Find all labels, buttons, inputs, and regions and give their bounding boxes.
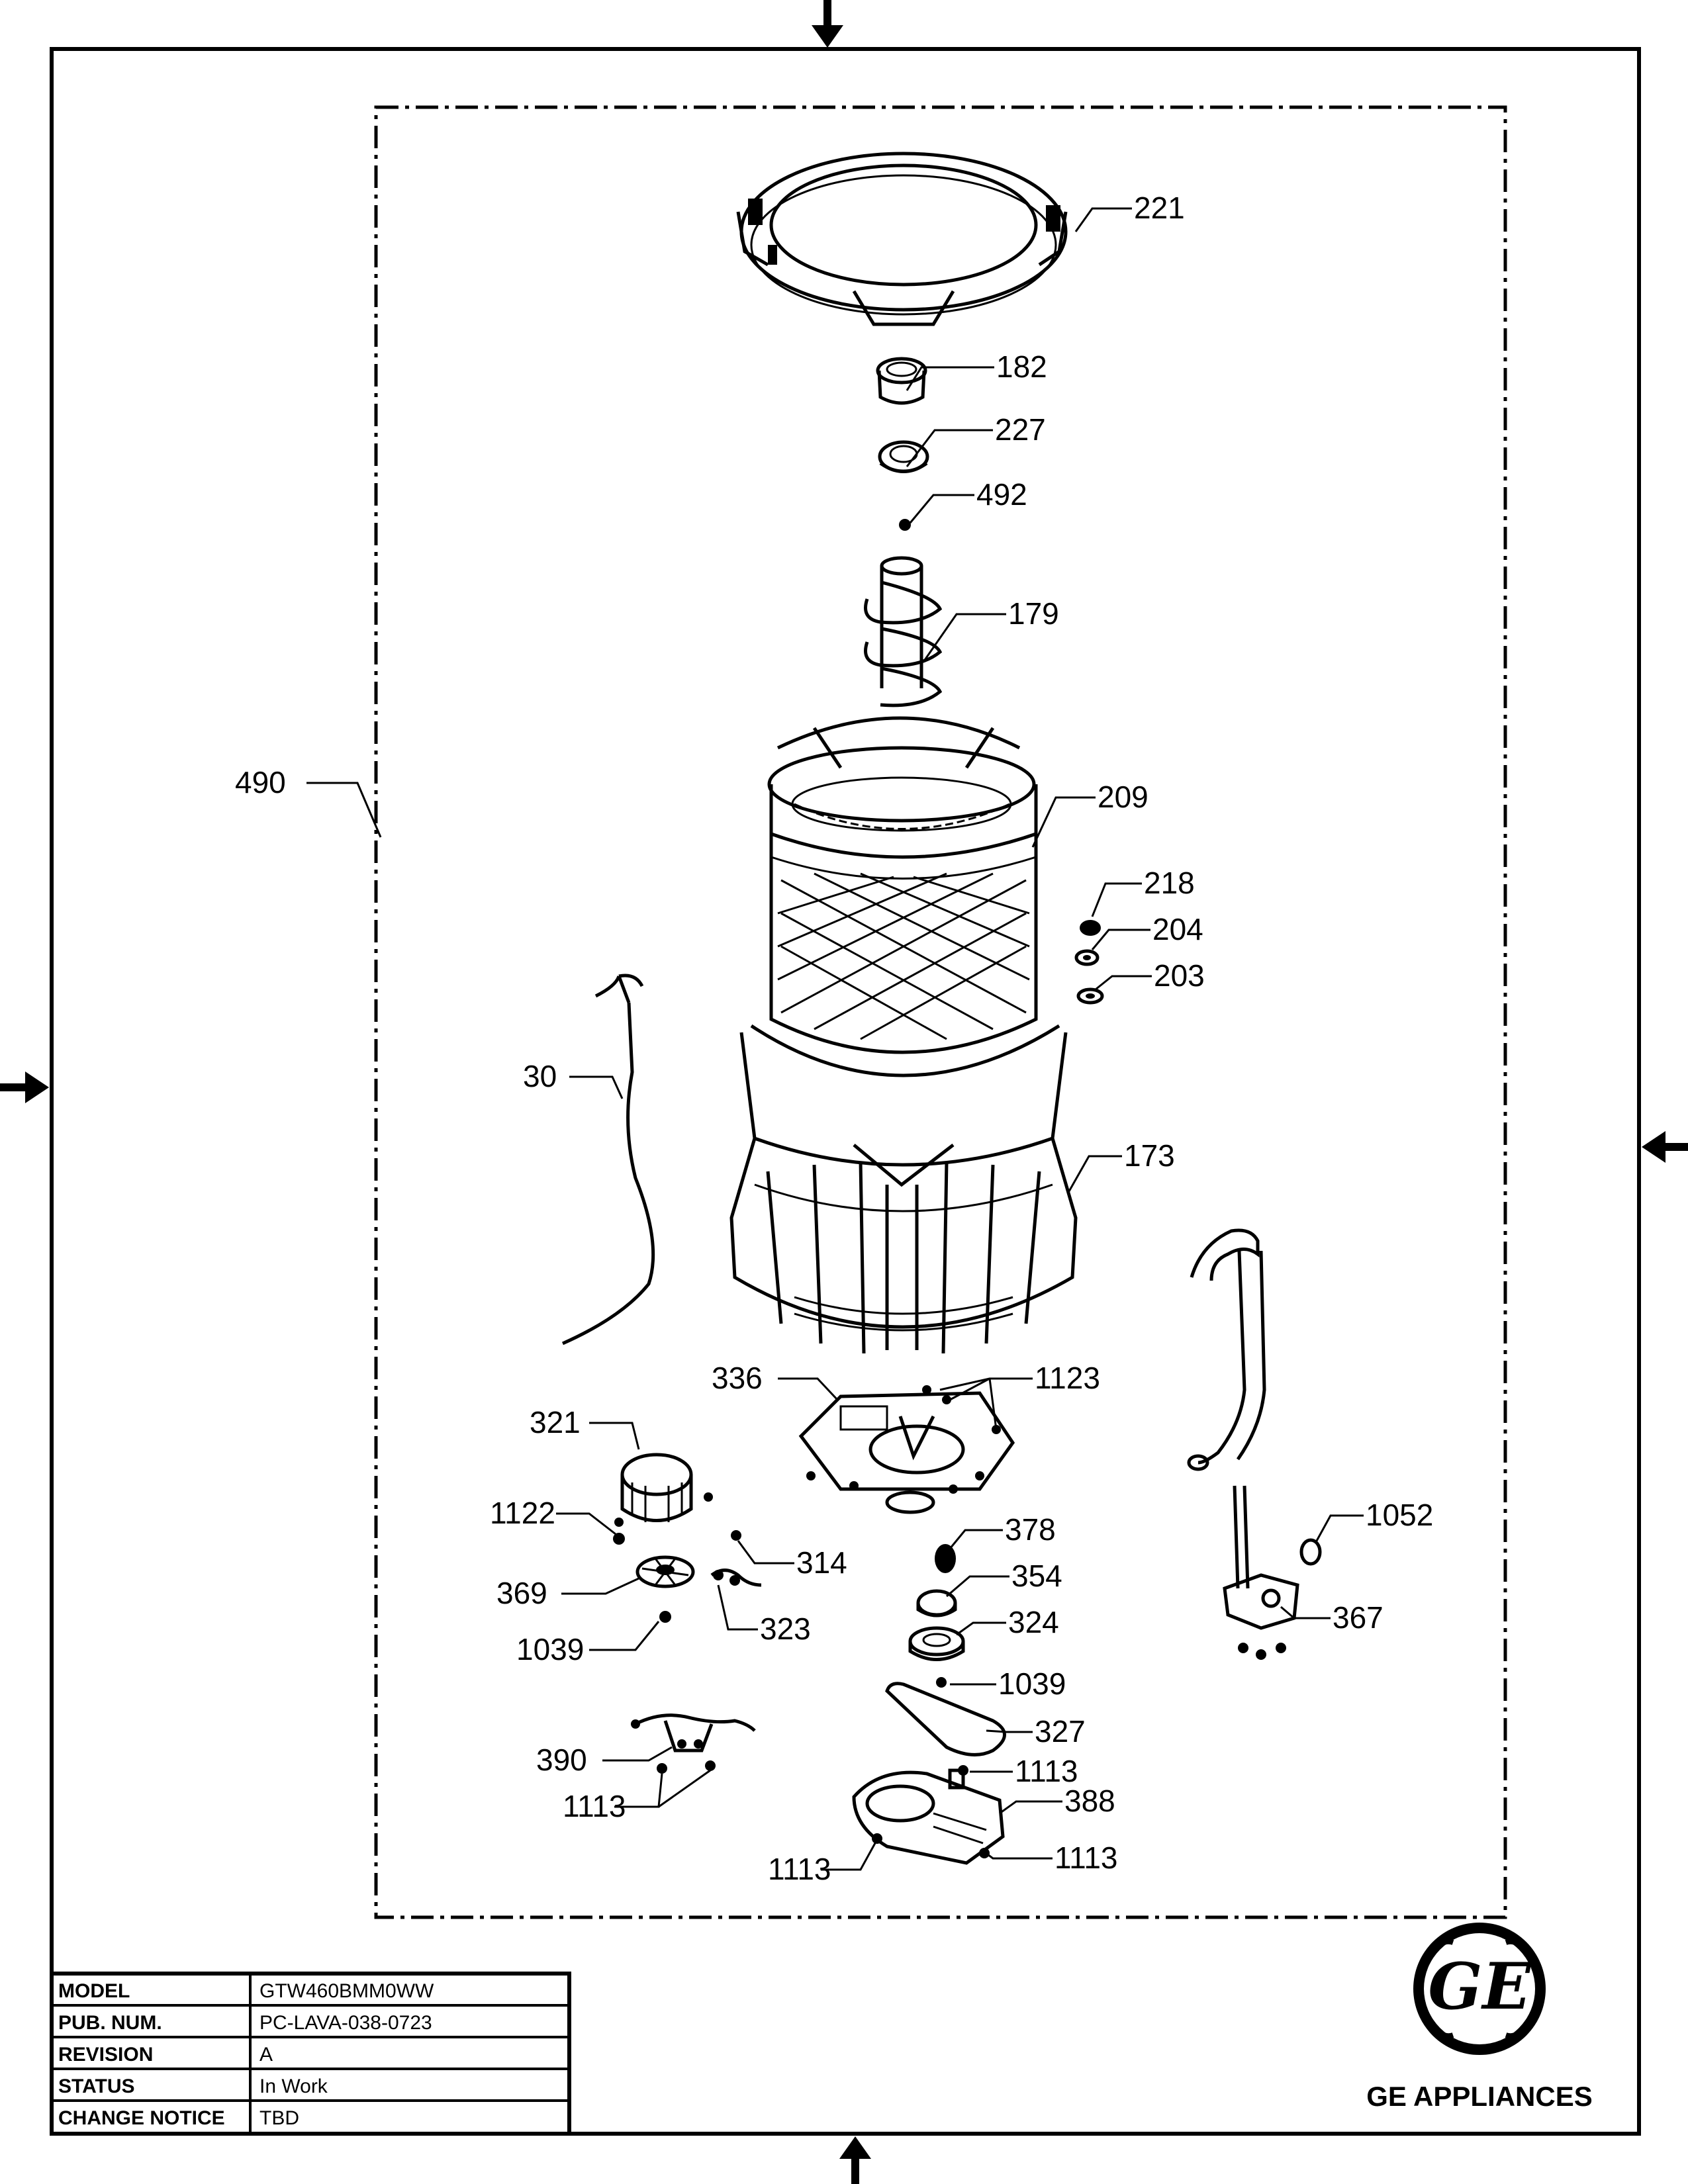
registration-arrow-right <box>1642 1131 1688 1163</box>
title-value-change-notice: TBD <box>259 2107 299 2129</box>
part-492-screw <box>899 519 911 531</box>
part-182-bushing <box>876 357 927 405</box>
callout-203: 203 <box>1154 958 1205 993</box>
callout-336: 336 <box>712 1361 763 1395</box>
callout-209: 209 <box>1098 780 1149 814</box>
part-1039-nut-center <box>936 1677 947 1688</box>
title-label-model: MODEL <box>58 1980 130 2002</box>
callout-179: 179 <box>1008 596 1059 631</box>
part-1113-screw-top <box>958 1765 968 1776</box>
callout-30: 30 <box>523 1059 557 1093</box>
callout-204: 204 <box>1152 912 1203 946</box>
title-value-pub-num: PC-LAVA-038-0723 <box>259 2012 432 2034</box>
callout-323: 323 <box>760 1612 811 1646</box>
registration-arrow-bottom <box>839 2136 871 2184</box>
part-209-wash-basket <box>767 716 1038 1054</box>
part-203-washer <box>1076 987 1104 1005</box>
part-1039-nut-left <box>659 1611 671 1623</box>
callout-369: 369 <box>496 1576 547 1610</box>
callout-labels: 221 182 227 492 179 490 209 218 204 203 … <box>235 191 1433 1886</box>
callout-324: 324 <box>1008 1605 1059 1639</box>
part-1113-screw-right <box>979 1848 990 1858</box>
callout-354: 354 <box>1011 1559 1062 1593</box>
part-218-cap <box>1080 920 1101 936</box>
part-1113-screws-left <box>657 1760 716 1774</box>
title-label-pub-num: PUB. NUM. <box>58 2012 162 2034</box>
callout-221: 221 <box>1134 191 1185 225</box>
part-173-outer-tub <box>729 1024 1078 1354</box>
registration-arrow-top <box>812 0 843 48</box>
part-336-mounting-plate <box>798 1385 1015 1514</box>
part-1122-screw <box>613 1533 625 1545</box>
callout-1052: 1052 <box>1366 1498 1433 1532</box>
callout-1123: 1123 <box>1035 1361 1100 1395</box>
callout-390: 390 <box>536 1743 587 1777</box>
callout-1039-left: 1039 <box>516 1632 584 1666</box>
callout-367: 367 <box>1333 1600 1383 1635</box>
callout-173: 173 <box>1124 1138 1175 1173</box>
title-value-revision: A <box>259 2044 273 2066</box>
title-value-model: GTW460BMM0WW <box>259 1980 434 2002</box>
callout-182: 182 <box>996 349 1047 384</box>
registration-arrow-left <box>0 1071 49 1103</box>
title-block: MODEL GTW460BMM0WW PUB. NUM. PC-LAVA-038… <box>50 1972 571 2136</box>
part-1113-screw-left <box>872 1833 882 1844</box>
part-388-drive-cover <box>852 1768 1005 1865</box>
callout-218: 218 <box>1144 866 1195 900</box>
callout-378: 378 <box>1005 1512 1056 1547</box>
title-value-status: In Work <box>259 2075 328 2097</box>
part-321-motor <box>614 1453 713 1527</box>
callout-1113-bottom-right: 1113 <box>1055 1841 1118 1875</box>
brand-name: GE APPLIANCES <box>1366 2081 1593 2112</box>
title-label-status: STATUS <box>58 2075 135 2097</box>
ge-logo-monogram: GE <box>1428 1949 1532 2024</box>
callout-327: 327 <box>1035 1714 1086 1749</box>
part-323-sensor <box>710 1569 762 1587</box>
part-390-harness <box>631 1713 756 1752</box>
leader-lines <box>306 207 1364 1871</box>
part-354-bearing <box>916 1589 957 1617</box>
part-314-screw <box>731 1530 741 1541</box>
part-227-seal <box>878 440 929 473</box>
part-327-drive-belt <box>885 1682 1006 1756</box>
part-1052-clamp <box>1299 1538 1322 1566</box>
part-221-balance-ring <box>736 152 1068 326</box>
callout-490: 490 <box>235 765 286 799</box>
part-204-washer <box>1074 949 1100 966</box>
callout-227: 227 <box>995 412 1046 447</box>
assembly-boundary-490 <box>374 105 1507 1919</box>
basket-mesh <box>777 872 1030 1040</box>
part-367-pump-hose <box>1187 1228 1299 1660</box>
part-378-spring <box>935 1544 956 1573</box>
callout-314: 314 <box>796 1545 847 1580</box>
title-label-change-notice: CHANGE NOTICE <box>58 2107 225 2129</box>
callout-1113-left-pair: 1113 <box>563 1789 626 1823</box>
callout-1113-right-top: 1113 <box>1015 1754 1078 1788</box>
part-30-wire-harness <box>561 974 655 1345</box>
callout-1122: 1122 <box>490 1496 555 1530</box>
callout-1039-center: 1039 <box>998 1666 1066 1701</box>
callout-388: 388 <box>1064 1784 1115 1818</box>
part-179-auger <box>864 556 943 707</box>
part-369-rotor <box>635 1555 695 1588</box>
title-label-revision: REVISION <box>58 2044 153 2066</box>
callout-321: 321 <box>530 1405 581 1439</box>
drawing-frame <box>50 47 1641 2136</box>
callout-492: 492 <box>976 477 1027 512</box>
part-324-pulley <box>908 1626 965 1661</box>
callout-1113-bottom-left: 1113 <box>768 1852 831 1886</box>
ge-logo: GE <box>1413 1923 1546 2055</box>
